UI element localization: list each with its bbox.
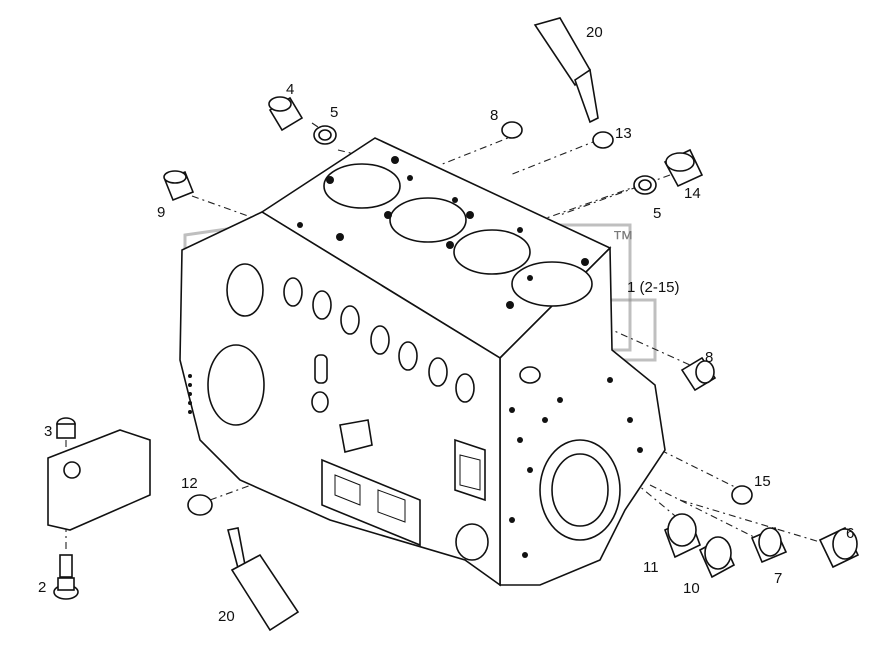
callout-5-left: 5 bbox=[330, 104, 338, 121]
callout-13: 13 bbox=[615, 125, 632, 142]
part-plug-15 bbox=[731, 485, 753, 505]
part-screw-plug-14 bbox=[663, 148, 704, 188]
part-bushing-11 bbox=[663, 513, 702, 559]
callout-15: 15 bbox=[754, 473, 771, 490]
deck-holes bbox=[297, 156, 589, 309]
callout-10: 10 bbox=[683, 580, 700, 597]
callout-8-top: 8 bbox=[490, 107, 498, 124]
block-side-cover bbox=[321, 458, 421, 547]
callout-20-top: 20 bbox=[586, 24, 603, 41]
part-sealing-ring-5-right bbox=[633, 175, 657, 195]
callout-9: 9 bbox=[157, 204, 165, 221]
callout-6: 6 bbox=[846, 525, 854, 542]
part-plug-12 bbox=[187, 494, 213, 516]
part-bolt-2 bbox=[53, 554, 79, 600]
part-plug-8-right bbox=[680, 356, 717, 392]
part-plug-9 bbox=[163, 170, 195, 202]
cylinder-bore-3 bbox=[453, 229, 531, 275]
cylinder-bore-1 bbox=[323, 163, 401, 209]
cylinder-bore-2 bbox=[389, 197, 467, 243]
callout-2: 2 bbox=[38, 579, 46, 596]
callout-4: 4 bbox=[286, 81, 294, 98]
engine-block bbox=[179, 137, 666, 587]
rear-face-holes bbox=[188, 374, 643, 558]
callout-11: 11 bbox=[643, 559, 659, 576]
part-bushing-7 bbox=[750, 526, 788, 564]
callout-8-right: 8 bbox=[705, 349, 713, 366]
callout-1: 1 (2-15) bbox=[627, 279, 680, 296]
cylinder-bore-4 bbox=[511, 261, 593, 307]
callout-5-right: 5 bbox=[653, 205, 661, 222]
part-cap-13 bbox=[592, 131, 614, 149]
part-plug-8-top bbox=[501, 121, 523, 139]
part-plug-4 bbox=[268, 96, 304, 132]
trademark-symbol: ™ bbox=[612, 226, 634, 251]
callout-3: 3 bbox=[44, 423, 52, 440]
part-bushing-10 bbox=[698, 536, 736, 579]
callout-labels: 20 4 5 8 13 9 14 5 1 (2-15) 8 3 12 15 6 … bbox=[38, 24, 854, 625]
callout-20-bottom: 20 bbox=[218, 608, 235, 625]
callout-7: 7 bbox=[774, 570, 782, 587]
part-sealant-tube-bottom bbox=[227, 527, 300, 632]
part-bushing-6 bbox=[818, 526, 860, 569]
part-bracket-3 bbox=[47, 417, 151, 531]
part-sealant-tube-top bbox=[533, 17, 599, 124]
part-sealing-ring-5-left bbox=[313, 125, 337, 145]
callout-14: 14 bbox=[684, 185, 701, 202]
callout-12: 12 bbox=[181, 475, 198, 492]
